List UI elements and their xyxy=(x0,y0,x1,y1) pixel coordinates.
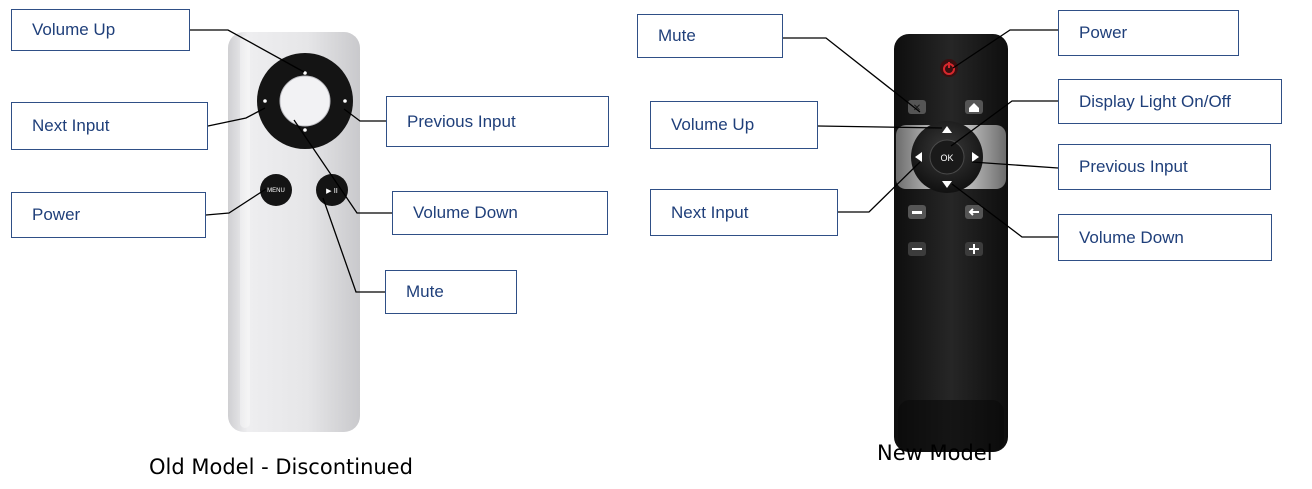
callout-old-next-input-text: Next Input xyxy=(32,116,110,135)
callout-new-previous-input: Previous Input xyxy=(1058,144,1271,190)
up-arrow-icon xyxy=(942,126,952,133)
leader-old-power xyxy=(205,188,267,216)
leader-old-mute xyxy=(322,197,385,293)
old-next-dot xyxy=(263,99,267,103)
callout-new-next-input-text: Next Input xyxy=(671,202,749,222)
callout-old-volume-down: Volume Down xyxy=(392,191,608,235)
callout-old-power: Power xyxy=(11,192,206,238)
leader-new-volume-down xyxy=(951,183,1058,238)
old-remote: MENU ▶ II xyxy=(228,32,360,432)
old-volume-up-dot xyxy=(303,71,307,75)
old-volume-down-dot xyxy=(303,128,307,132)
callout-old-volume-up-text: Volume Up xyxy=(32,20,116,39)
mute-icon: ✕ xyxy=(913,103,921,114)
callout-old-previous-input-text: Previous Input xyxy=(407,111,516,131)
new-mute-button xyxy=(908,100,926,114)
callout-new-power: Power xyxy=(1058,10,1239,56)
leader-old-previous-input xyxy=(343,108,386,122)
left-arrow-icon xyxy=(915,152,922,162)
callout-new-display-light: Display Light On/Off xyxy=(1058,79,1282,124)
leader-new-mute xyxy=(783,37,921,113)
leader-new-volume-up xyxy=(817,125,943,129)
callout-new-next-input: Next Input xyxy=(650,189,838,236)
old-play-pause-button xyxy=(316,174,348,206)
right-arrow-icon xyxy=(972,152,979,162)
callout-old-power-text: Power xyxy=(32,205,81,224)
callout-new-power-text: Power xyxy=(1079,23,1128,42)
new-ok-label: OK xyxy=(940,153,953,163)
old-previous-dot xyxy=(343,99,347,103)
callout-old-volume-down-text: Volume Down xyxy=(413,203,518,222)
leader-old-volume-down xyxy=(293,119,392,214)
old-play-pause-label: ▶ II xyxy=(326,187,338,195)
callout-new-volume-up-text: Volume Up xyxy=(671,115,755,134)
new-model-caption: New Model xyxy=(877,441,993,465)
leader-lines xyxy=(190,29,1059,293)
down-arrow-icon xyxy=(942,181,952,188)
callout-new-volume-up: Volume Up xyxy=(650,101,818,149)
old-menu-button xyxy=(260,174,292,206)
back-arrow-icon xyxy=(968,208,979,216)
callout-new-volume-down-text: Volume Down xyxy=(1079,227,1184,247)
plus-icon xyxy=(969,244,979,254)
leader-new-power xyxy=(952,29,1058,69)
leader-new-next-input xyxy=(838,161,921,213)
old-model-caption: Old Model - Discontinued xyxy=(149,455,413,479)
old-menu-label: MENU xyxy=(267,188,285,194)
callout-new-previous-input-text: Previous Input xyxy=(1079,157,1188,176)
callout-old-previous-input: Previous Input xyxy=(386,96,609,147)
callout-old-volume-up: Volume Up xyxy=(11,9,190,51)
callout-new-mute: Mute xyxy=(637,14,783,58)
home-icon xyxy=(969,103,979,112)
callout-old-mute-text: Mute xyxy=(406,282,444,301)
callout-old-mute: Mute xyxy=(385,270,517,314)
new-remote: ✕ OK xyxy=(894,34,1008,452)
callout-new-mute-text: Mute xyxy=(658,26,696,45)
callout-new-display-light-text: Display Light On/Off xyxy=(1079,91,1231,111)
leader-old-volume-up xyxy=(190,29,305,73)
new-ok-button xyxy=(929,139,965,175)
menu-icon xyxy=(912,211,922,214)
leader-new-previous-input xyxy=(971,161,1059,169)
minus-icon xyxy=(912,248,922,250)
old-select-button xyxy=(279,75,331,127)
callout-old-next-input: Next Input xyxy=(11,102,208,150)
leader-new-display-light xyxy=(950,100,1058,147)
callout-new-volume-down: Volume Down xyxy=(1058,214,1272,261)
leader-old-next-input xyxy=(207,107,266,127)
